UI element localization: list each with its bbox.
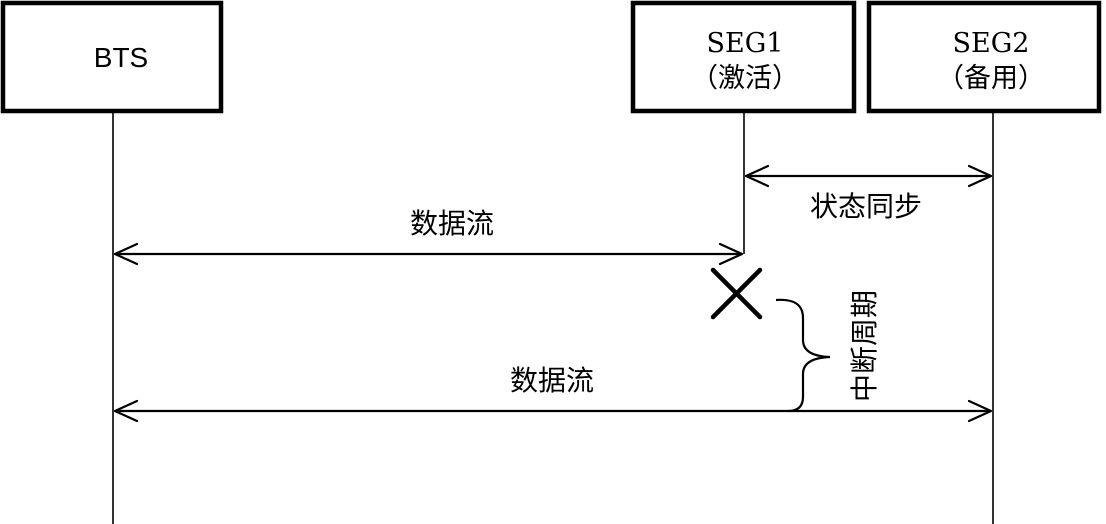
data-flow-1-arrowhead-right (718, 242, 744, 266)
participant-seg1-box (630, 0, 857, 114)
state-sync-arrowhead-right (967, 164, 993, 188)
participant-seg1-name: SEG1 (707, 28, 784, 59)
message-data-flow-2: 数据流 (113, 364, 993, 423)
failure-x-icon (710, 267, 763, 320)
message-state-sync: 状态同步 (744, 164, 993, 223)
interruption-period-label: 中断周期 (848, 290, 881, 402)
participant-seg1-status: （激活） (691, 63, 799, 94)
participant-bts-box (0, 0, 224, 114)
data-flow-2-arrowhead-right (967, 399, 993, 423)
data-flow-2-label: 数据流 (510, 364, 594, 397)
participant-seg2-box (866, 0, 1102, 114)
data-flow-2-arrowhead-left (113, 399, 139, 423)
state-sync-arrowhead-left (744, 164, 770, 188)
data-flow-1-label: 数据流 (410, 207, 494, 240)
data-flow-1-arrowhead-left (113, 242, 139, 266)
participant-seg2: SEG2 （备用） (866, 0, 1102, 114)
participant-bts: BTS (0, 0, 224, 114)
interruption-brace (775, 298, 831, 413)
participant-seg2-status: （备用） (937, 63, 1045, 94)
participant-seg2-name: SEG2 (953, 28, 1030, 59)
message-data-flow-1: 数据流 (113, 207, 744, 266)
participant-bts-label: BTS (94, 42, 148, 73)
participant-seg1: SEG1 （激活） (630, 0, 857, 114)
state-sync-label: 状态同步 (810, 190, 922, 223)
